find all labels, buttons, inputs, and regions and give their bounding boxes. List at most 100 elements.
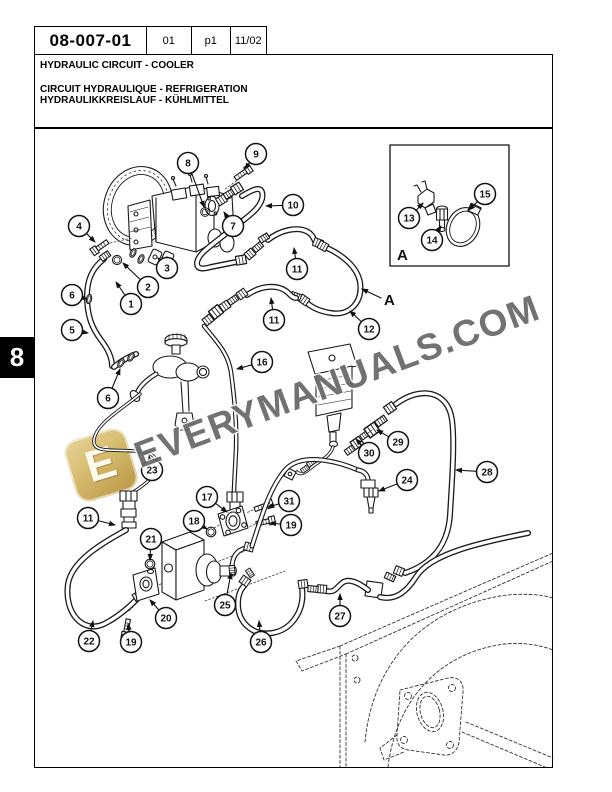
callout-balloon-2 xyxy=(136,275,160,299)
callout-balloon-17 xyxy=(195,485,219,509)
revision: 01 xyxy=(162,34,175,47)
callout-balloon-19 xyxy=(279,513,303,537)
callout-number-6: 6 xyxy=(105,394,111,405)
callout-number-28: 28 xyxy=(481,468,493,479)
callout-balloon-13 xyxy=(397,206,421,230)
callout-leader-11 xyxy=(292,246,298,259)
callout-leader-16 xyxy=(235,364,253,371)
callout-leader-10 xyxy=(264,203,283,209)
callout-balloon-19 xyxy=(119,630,143,654)
callout-leader-8 xyxy=(191,172,205,209)
callout-balloon-31 xyxy=(277,489,301,513)
inset-label: A xyxy=(397,247,408,264)
callout-number-6: 6 xyxy=(69,291,75,302)
callout-leader-6 xyxy=(80,294,89,301)
callout-leader-11 xyxy=(269,296,275,310)
callout-balloon-23 xyxy=(140,458,164,482)
callout-leader-4 xyxy=(86,233,96,243)
doc-number: 08-007-01 xyxy=(49,30,132,50)
callout-leader-2 xyxy=(122,262,141,281)
valve-block-group xyxy=(283,343,389,481)
callout-leader-7 xyxy=(223,211,230,219)
callout-balloon-10 xyxy=(281,193,305,217)
callout-number-14: 14 xyxy=(426,236,438,247)
callout-number-13: 13 xyxy=(403,214,415,225)
fitting-stack-11-hose-22 xyxy=(64,490,154,640)
callout-number-11: 11 xyxy=(292,265,303,276)
title-de: HYDRAULIKKREISLAUF - KÜHLMITTEL xyxy=(40,95,229,106)
callout-number-4: 4 xyxy=(76,222,82,233)
callout-balloon-11 xyxy=(285,257,309,281)
detail-ref-label: A xyxy=(384,292,395,309)
callout-balloon-18 xyxy=(182,509,206,533)
callout-leader-9 xyxy=(244,162,251,170)
callout-number-15: 15 xyxy=(479,190,491,201)
callout-leader-6 xyxy=(111,367,121,389)
section-tab: 8 xyxy=(0,337,34,378)
callout-balloon-27 xyxy=(328,604,352,628)
page-number: p1 xyxy=(204,34,217,47)
callout-leader-28 xyxy=(454,467,477,474)
callout-leader-30 xyxy=(355,438,363,446)
diagram-frame xyxy=(34,127,553,768)
header-cell-date: 11/02 xyxy=(229,26,267,55)
callout-number-9: 9 xyxy=(253,150,259,161)
callout-balloon-26 xyxy=(249,630,273,654)
callout-leader-17 xyxy=(215,502,228,513)
elbow-25-fitting-24-group xyxy=(228,457,379,576)
callout-number-27: 27 xyxy=(334,612,346,623)
header-cell-page: p1 xyxy=(190,26,231,55)
callout-leader-11 xyxy=(98,520,117,527)
callout-balloon-20 xyxy=(154,606,178,630)
callout-number-3: 3 xyxy=(164,264,170,275)
title-en: HYDRAULIC CIRCUIT - COOLER xyxy=(40,60,194,71)
callout-balloon-25 xyxy=(213,593,237,617)
callout-leader-13 xyxy=(415,202,424,211)
callout-balloon-29 xyxy=(386,430,410,454)
callout-balloon-16 xyxy=(250,350,274,374)
callout-balloon-24 xyxy=(395,468,419,492)
callout-number-19: 19 xyxy=(125,638,137,649)
callout-balloon-5 xyxy=(60,318,84,342)
callout-balloon-22 xyxy=(77,629,101,653)
callout-balloon-28 xyxy=(475,460,499,484)
callout-number-19: 19 xyxy=(285,521,297,532)
callout-leader-29 xyxy=(376,429,390,438)
hose-26-group xyxy=(235,567,309,637)
callout-number-8: 8 xyxy=(185,159,191,170)
callout-number-11: 11 xyxy=(83,514,94,525)
callout-number-16: 16 xyxy=(256,358,268,369)
callout-balloon-3 xyxy=(155,256,179,280)
callout-leader-31 xyxy=(266,502,280,508)
callout-number-29: 29 xyxy=(392,438,404,449)
header-cell-revision: 01 xyxy=(145,26,192,55)
callout-balloon-6 xyxy=(60,283,84,307)
callout-leader-21 xyxy=(147,549,154,562)
chassis-panel xyxy=(295,552,554,768)
callout-number-26: 26 xyxy=(255,638,267,649)
callout-balloon-8 xyxy=(176,151,200,175)
detail-ref-a: A xyxy=(361,288,395,309)
callout-balloon-21 xyxy=(139,527,163,551)
callout-number-2: 2 xyxy=(145,283,151,294)
hoses-11-12-group xyxy=(201,226,364,327)
callout-number-22: 22 xyxy=(83,637,95,648)
callout-balloon-7 xyxy=(221,214,245,238)
callout-number-23: 23 xyxy=(146,466,158,477)
callout-leader-19 xyxy=(268,520,281,527)
callout-balloon-14 xyxy=(420,228,444,252)
date: 11/02 xyxy=(234,34,262,47)
callout-number-20: 20 xyxy=(160,614,172,625)
callout-number-11: 11 xyxy=(269,316,280,327)
callout-number-10: 10 xyxy=(287,201,299,212)
hose-1-5-group xyxy=(84,250,139,370)
callout-leader-15 xyxy=(468,201,478,211)
inset-detail-box xyxy=(389,144,510,267)
callout-leader-19 xyxy=(126,622,132,632)
header-cell-doc-number: 08-007-01 xyxy=(34,26,147,55)
callout-leader-1 xyxy=(115,281,126,296)
callout-leader-12 xyxy=(349,310,362,323)
callout-number-5: 5 xyxy=(69,326,75,337)
